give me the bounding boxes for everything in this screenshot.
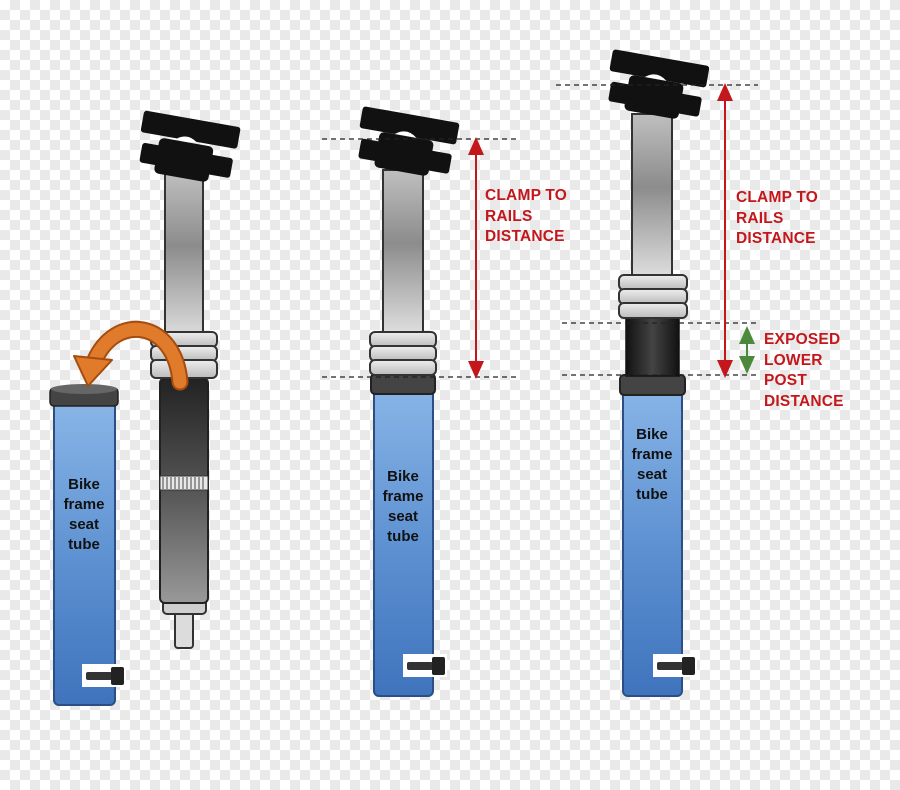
seat-tube-label-1: Bike frame seat tube xyxy=(63,476,105,553)
insert-arrow-icon xyxy=(73,320,189,391)
dropper-post-2 xyxy=(358,106,460,395)
exposed-lower-post-label: EXPOSED LOWER POST DISTANCE xyxy=(764,331,844,410)
panel-2-installed-post xyxy=(322,106,518,697)
seat-tube-label-2: Bike frame seat tube xyxy=(382,468,424,545)
saddle-clamp-icon xyxy=(139,110,241,182)
dropper-post-1 xyxy=(139,110,241,649)
seat-clamp-bolt-icon xyxy=(407,657,445,675)
saddle-clamp-icon xyxy=(608,49,710,119)
seat-clamp-bolt-icon xyxy=(86,667,124,685)
seat-tube-3 xyxy=(622,381,697,697)
seat-tube-1 xyxy=(49,384,126,706)
seat-tube-label-3: Bike frame seat tube xyxy=(631,426,673,503)
panel-3-extended-post xyxy=(556,49,758,697)
dropper-post-3 xyxy=(608,49,710,396)
seat-clamp-bolt-icon xyxy=(657,657,695,675)
reference-lines-2 xyxy=(322,138,518,378)
clamp-to-rails-label-2: CLAMP TO RAILS DISTANCE xyxy=(485,187,567,245)
clamp-to-rails-label-3: CLAMP TO RAILS DISTANCE xyxy=(736,189,818,247)
saddle-clamp-icon xyxy=(358,106,460,176)
panel-1-removed-post xyxy=(49,110,241,706)
